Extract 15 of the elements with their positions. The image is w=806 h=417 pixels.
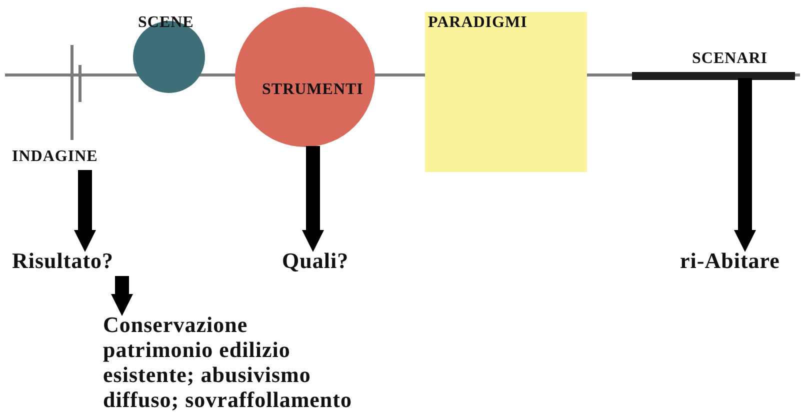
description-text: Conservazione patrimonio edilizio esistente; abusivismo diffuso; sovraffollamento (103, 312, 353, 412)
outcome-label: ri-Abitare (680, 248, 780, 274)
question-label: Quali? (282, 248, 349, 274)
block-arrow (302, 146, 324, 252)
block-arrow (734, 78, 756, 252)
shape-label: SCENARI (692, 50, 768, 68)
block-arrow (74, 170, 96, 252)
scene-circle (132, 14, 206, 94)
shape-label: STRUMENTI (262, 81, 364, 99)
question-label: Risultato? (12, 248, 114, 274)
shape-label: PARADIGMI (428, 14, 528, 32)
paradigms-square (425, 12, 587, 172)
block-arrow (111, 276, 133, 316)
scenarios-bar (632, 50, 795, 80)
stage-label: INDAGINE (12, 148, 98, 166)
